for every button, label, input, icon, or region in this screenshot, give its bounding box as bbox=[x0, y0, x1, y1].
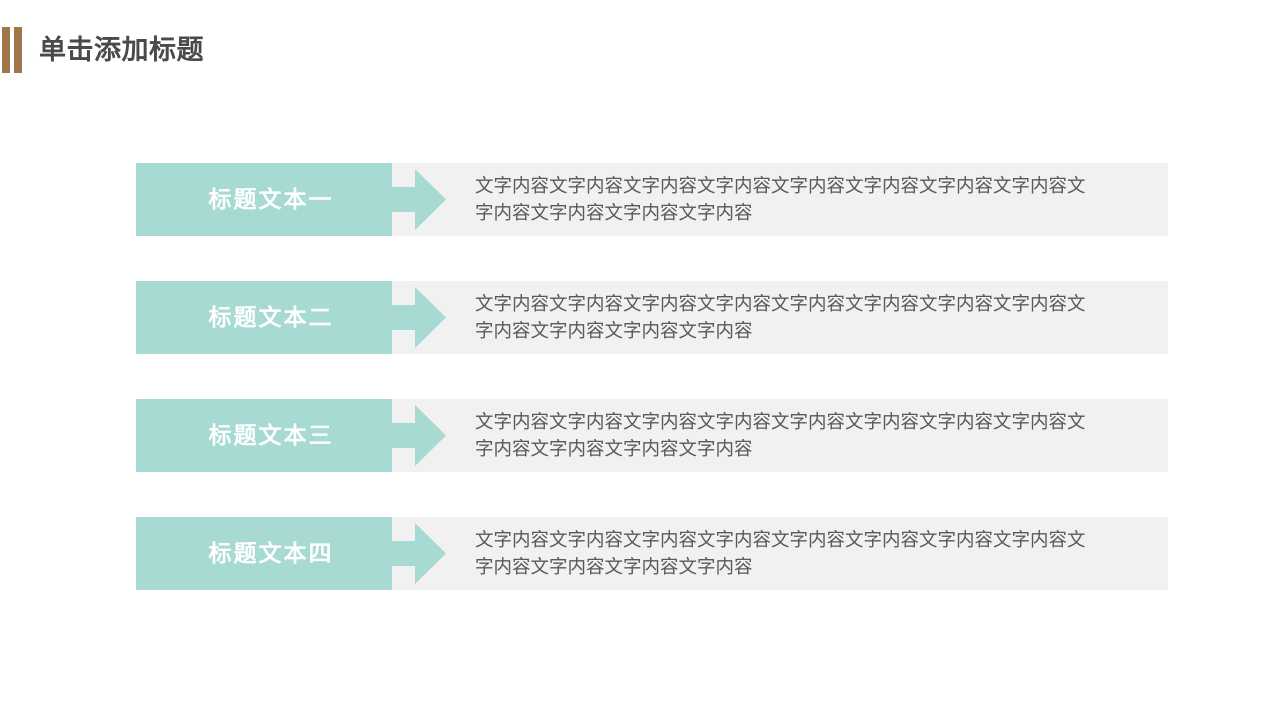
row-body-text: 文字内容文字内容文字内容文字内容文字内容文字内容文字内容文字内容文字内容文字内容… bbox=[475, 175, 1086, 224]
row-body-text: 文字内容文字内容文字内容文字内容文字内容文字内容文字内容文字内容文字内容文字内容… bbox=[475, 529, 1086, 578]
title-accent-bar-left bbox=[2, 27, 10, 73]
row-body-panel[interactable]: 文字内容文字内容文字内容文字内容文字内容文字内容文字内容文字内容文字内容文字内容… bbox=[392, 399, 1168, 472]
slide-title-block: 单击添加标题 bbox=[0, 25, 204, 75]
row-body-text: 文字内容文字内容文字内容文字内容文字内容文字内容文字内容文字内容文字内容文字内容… bbox=[475, 411, 1086, 460]
content-row[interactable]: 标题文本四 文字内容文字内容文字内容文字内容文字内容文字内容文字内容文字内容文字… bbox=[136, 517, 1168, 590]
row-label-text: 标题文本二 bbox=[208, 304, 334, 330]
page-title: 单击添加标题 bbox=[39, 34, 204, 65]
content-rows: 标题文本一 文字内容文字内容文字内容文字内容文字内容文字内容文字内容文字内容文字… bbox=[136, 163, 1168, 590]
row-label-text: 标题文本四 bbox=[208, 540, 334, 566]
row-label-panel[interactable]: 标题文本四 bbox=[136, 517, 392, 590]
row-body-panel[interactable]: 文字内容文字内容文字内容文字内容文字内容文字内容文字内容文字内容文字内容文字内容… bbox=[392, 163, 1168, 236]
title-accent-bars bbox=[2, 27, 22, 73]
content-row[interactable]: 标题文本一 文字内容文字内容文字内容文字内容文字内容文字内容文字内容文字内容文字… bbox=[136, 163, 1168, 236]
row-label-text: 标题文本一 bbox=[208, 186, 334, 212]
row-body-text: 文字内容文字内容文字内容文字内容文字内容文字内容文字内容文字内容文字内容文字内容… bbox=[475, 293, 1086, 342]
row-label-panel[interactable]: 标题文本三 bbox=[136, 399, 392, 472]
content-row[interactable]: 标题文本二 文字内容文字内容文字内容文字内容文字内容文字内容文字内容文字内容文字… bbox=[136, 281, 1168, 354]
title-accent-bar-right bbox=[14, 27, 22, 73]
row-body-panel[interactable]: 文字内容文字内容文字内容文字内容文字内容文字内容文字内容文字内容文字内容文字内容… bbox=[392, 281, 1168, 354]
row-label-panel[interactable]: 标题文本一 bbox=[136, 163, 392, 236]
content-row[interactable]: 标题文本三 文字内容文字内容文字内容文字内容文字内容文字内容文字内容文字内容文字… bbox=[136, 399, 1168, 472]
title-accent-bar-gap bbox=[10, 27, 14, 73]
row-body-panel[interactable]: 文字内容文字内容文字内容文字内容文字内容文字内容文字内容文字内容文字内容文字内容… bbox=[392, 517, 1168, 590]
row-label-text: 标题文本三 bbox=[208, 422, 334, 448]
row-label-panel[interactable]: 标题文本二 bbox=[136, 281, 392, 354]
